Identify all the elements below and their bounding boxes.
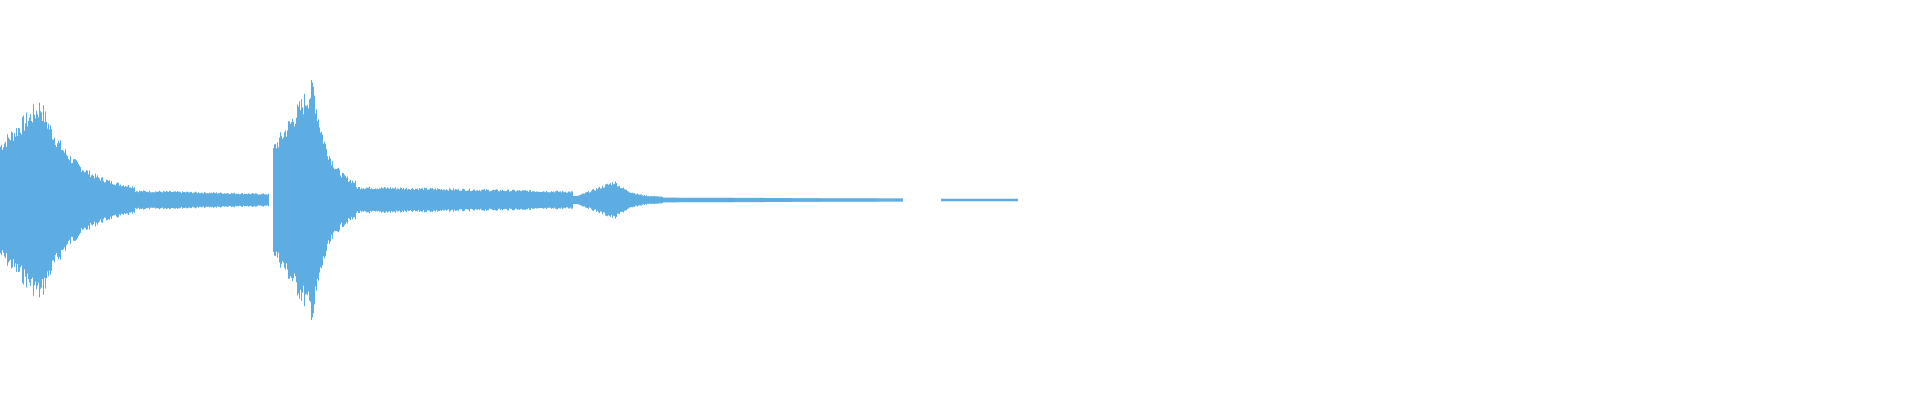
waveform-samples [0, 79, 1018, 321]
